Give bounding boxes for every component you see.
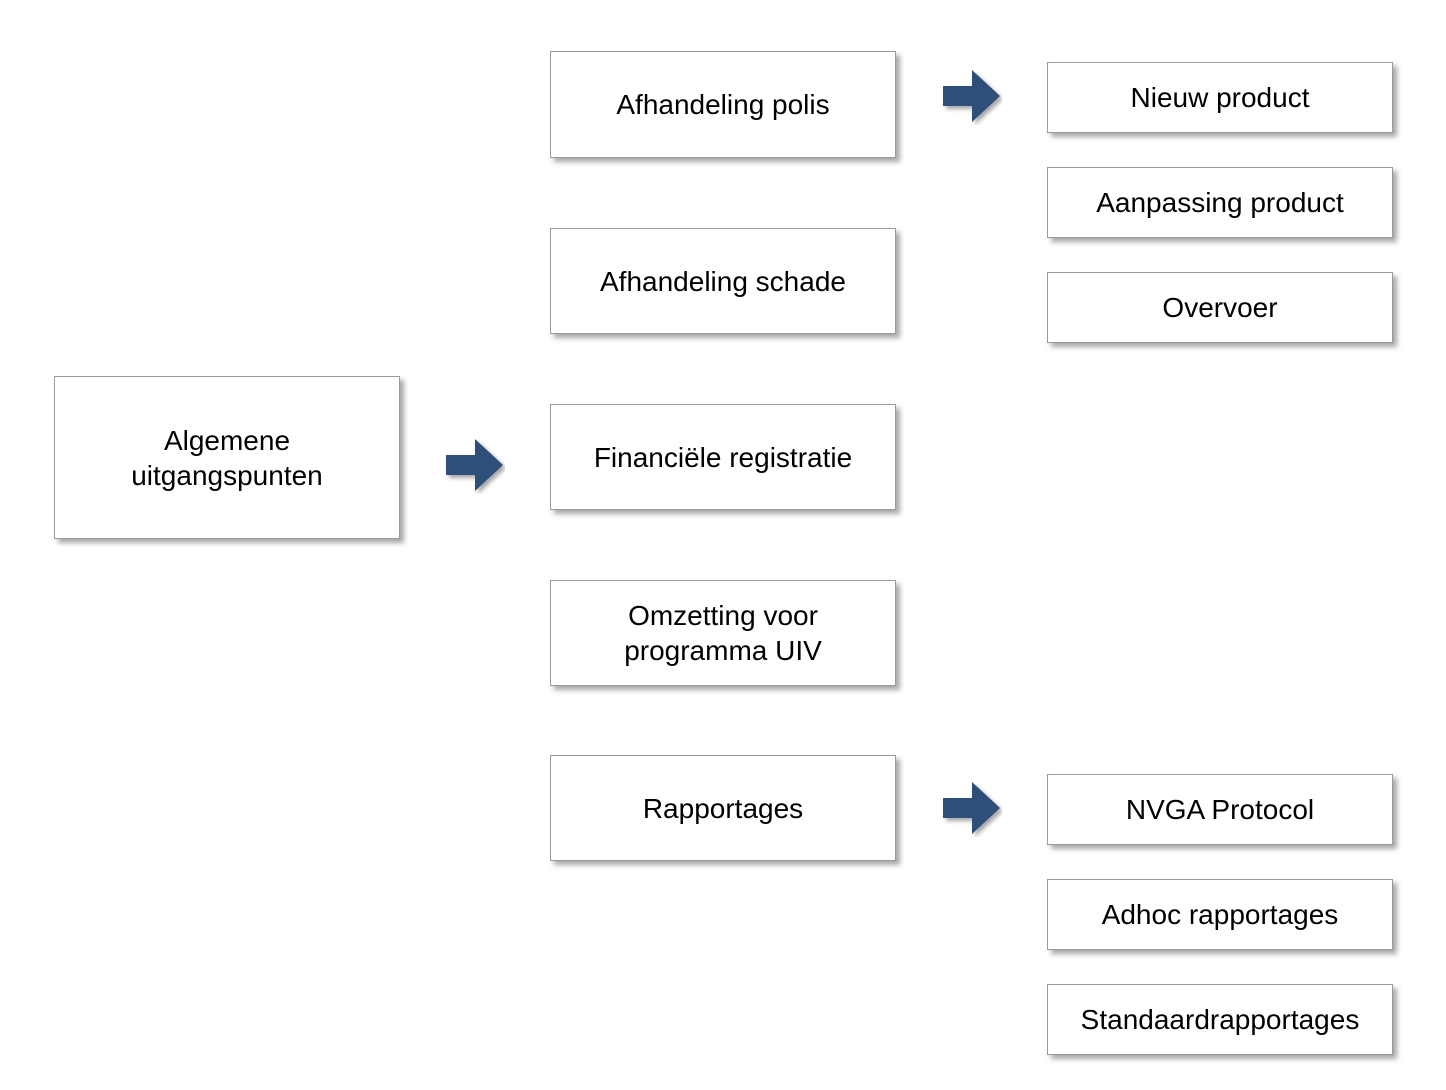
- right-arrow-icon: [943, 782, 1000, 834]
- right-arrow-icon: [943, 70, 1000, 122]
- rapportages-child-standaard: Standaardrapportages: [1047, 984, 1393, 1055]
- rapportages-child-nvga-protocol: NVGA Protocol: [1047, 774, 1393, 845]
- rapportages-child-adhoc: Adhoc rapportages: [1047, 879, 1393, 950]
- polis-child-aanpassing-product: Aanpassing product: [1047, 167, 1393, 238]
- right-arrow-icon: [446, 439, 503, 491]
- level2-box-financiele-registratie: Financiële registratie: [550, 404, 896, 510]
- level2-box-omzetting-uiv: Omzetting voor programma UIV: [550, 580, 896, 686]
- level2-box-afhandeling-schade: Afhandeling schade: [550, 228, 896, 334]
- polis-child-overvoer: Overvoer: [1047, 272, 1393, 343]
- level2-box-rapportages: Rapportages: [550, 755, 896, 861]
- root-box: Algemene uitgangspunten: [54, 376, 400, 539]
- polis-child-nieuw-product: Nieuw product: [1047, 62, 1393, 133]
- level2-box-afhandeling-polis: Afhandeling polis: [550, 51, 896, 158]
